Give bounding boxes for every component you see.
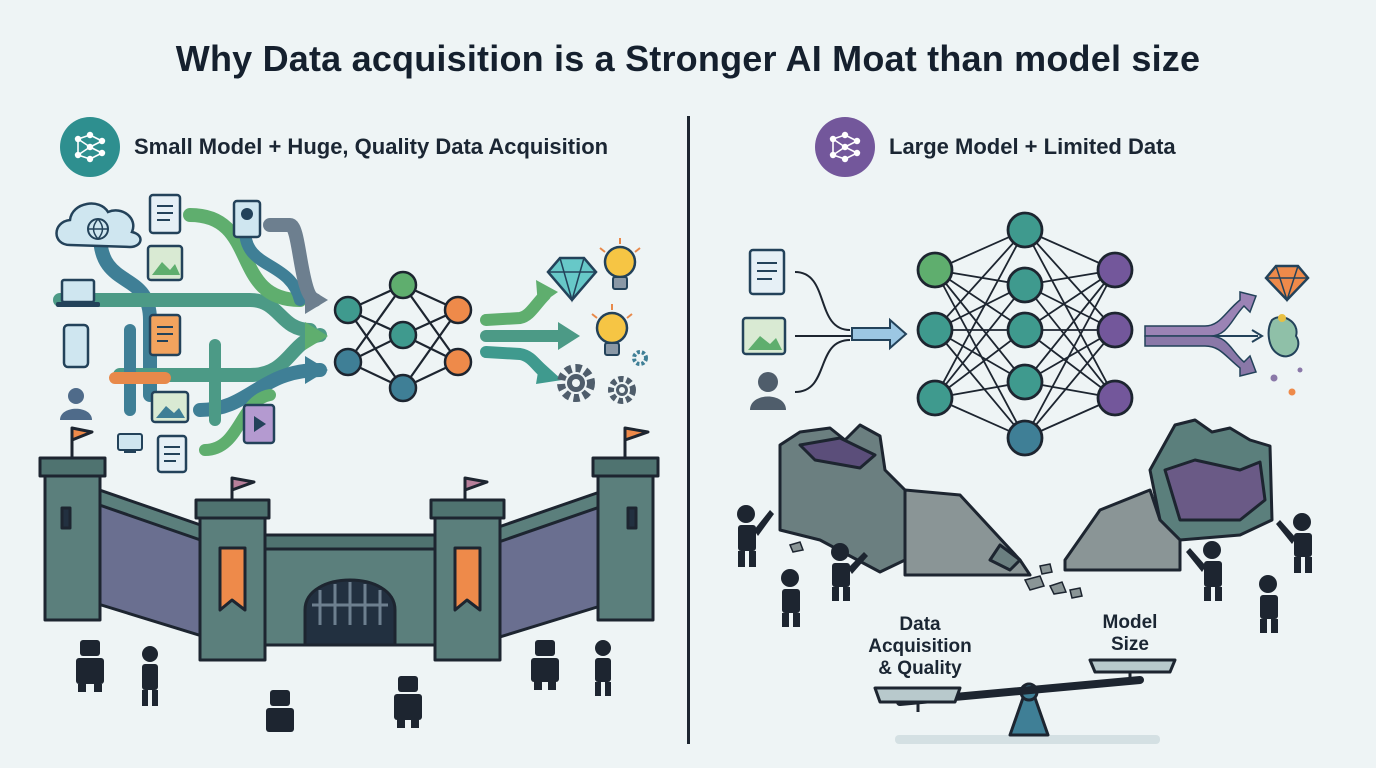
image-icon <box>146 244 184 282</box>
network-connection <box>1024 229 1116 331</box>
network-connection <box>1024 284 1116 399</box>
lightbulb-icon <box>591 304 633 356</box>
gear-icon <box>608 376 636 404</box>
picture-icon <box>150 390 190 424</box>
network-connection <box>934 329 1026 399</box>
network-connection <box>934 229 1026 399</box>
network-connection <box>934 329 1026 439</box>
robot-figures <box>76 640 611 732</box>
small-neural-network <box>333 270 473 403</box>
attacker-figures <box>737 505 1312 633</box>
robot-figure <box>76 640 104 692</box>
document-icon <box>148 193 182 235</box>
robot-figure <box>266 690 294 732</box>
document-icon <box>748 248 786 296</box>
left-panel-heading: Small Model + Huge, Quality Data Acquisi… <box>60 117 608 177</box>
diamond-icon <box>1264 264 1310 303</box>
document-icon <box>156 434 188 474</box>
data-sources-cluster <box>53 193 328 474</box>
phone-icon <box>62 323 90 369</box>
network-connection <box>934 229 1026 331</box>
balance-scale <box>873 658 1177 744</box>
person-figure <box>595 640 611 696</box>
camera-icon <box>232 199 262 239</box>
person-figure <box>831 543 868 601</box>
ruined-wall <box>778 423 1032 577</box>
robot-figure <box>531 640 559 690</box>
person-figure <box>1276 513 1312 573</box>
large-neural-network <box>916 211 1134 457</box>
neural-network-icon <box>60 117 120 177</box>
user-icon <box>60 388 92 420</box>
right-panel-heading: Large Model + Limited Data <box>815 117 1176 177</box>
person-figure <box>1186 541 1222 601</box>
insight-outputs <box>480 238 648 404</box>
user-icon <box>750 372 786 410</box>
image-icon <box>741 316 787 356</box>
network-connection <box>1024 269 1116 383</box>
cloud-globe-icon <box>55 202 142 249</box>
fragmented-output <box>1144 264 1310 396</box>
castle-moat <box>38 426 660 662</box>
network-connection <box>1024 329 1116 399</box>
network-connection <box>1024 269 1116 439</box>
rubble <box>788 541 1083 599</box>
network-connection <box>934 269 1026 383</box>
lightbulb-icon <box>599 238 641 290</box>
center-divider <box>687 116 690 744</box>
gear-icon <box>557 364 595 402</box>
person-figure <box>737 505 774 567</box>
diamond-icon <box>546 256 598 303</box>
right-panel-title: Large Model + Limited Data <box>889 134 1176 159</box>
neural-network-icon <box>815 117 875 177</box>
robot-figure <box>394 676 422 728</box>
network-connection <box>1024 229 1116 399</box>
broken-fragments <box>1267 314 1303 396</box>
orange-document-icon <box>148 313 182 357</box>
page-title: Why Data acquisition is a Stronger AI Mo… <box>175 38 1201 79</box>
left-panel-title: Small Model + Huge, Quality Data Acquisi… <box>134 134 609 159</box>
network-connection <box>934 269 1026 439</box>
network-connection <box>1024 329 1116 439</box>
person-figure <box>142 646 158 706</box>
monitor-icon <box>117 433 143 453</box>
person-figure <box>781 569 800 627</box>
limited-data-inputs <box>741 248 908 410</box>
gear-icon <box>632 350 648 366</box>
person-figure <box>1259 575 1278 633</box>
network-connection <box>934 284 1026 399</box>
video-file-icon <box>242 403 276 445</box>
laptop-icon <box>56 278 100 307</box>
ruined-wall <box>1063 418 1274 572</box>
